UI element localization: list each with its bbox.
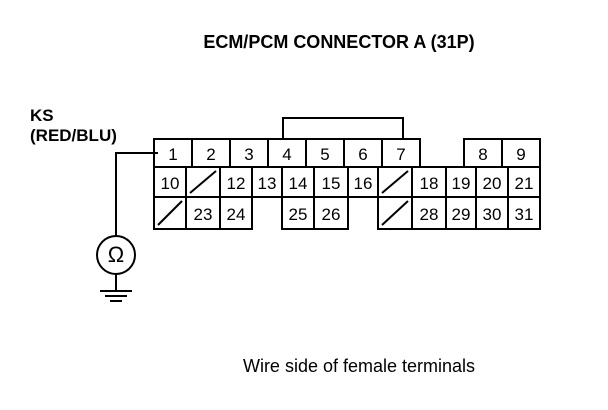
terminal-label-7: 7 [396,145,405,164]
wire-color: (RED/BLU) [30,126,117,145]
terminal-label-12: 12 [227,174,246,193]
terminal-label-3: 3 [244,145,253,164]
ohm-symbol-text: Ω [108,242,124,267]
terminal-label-29: 29 [452,205,471,224]
empty-slash-22 [157,200,183,226]
wire-label: KS (RED/BLU) [30,106,117,146]
terminal-label-2: 2 [206,145,215,164]
terminal-label-21: 21 [515,174,534,193]
diagram-title: ECM/PCM CONNECTOR A (31P) [203,32,475,52]
empty-slash-11 [189,170,217,194]
diagram-caption: Wire side of female terminals [242,356,476,376]
terminal-label-13: 13 [258,174,277,193]
terminal-label-4: 4 [282,145,291,164]
terminal-label-31: 31 [515,205,534,224]
terminal-label-5: 5 [320,145,329,164]
terminal-label-9: 9 [516,145,525,164]
terminal-label-23: 23 [194,205,213,224]
terminal-label-19: 19 [452,174,471,193]
terminal-label-16: 16 [354,174,373,193]
terminal-label-25: 25 [289,205,308,224]
connector-lock-tab [282,117,404,139]
terminal-cavity-24 [219,196,253,230]
terminal-label-24: 24 [227,205,246,224]
wire-signal-name: KS [30,106,54,125]
terminal-label-8: 8 [478,145,487,164]
terminal-label-15: 15 [322,174,341,193]
terminal-label-14: 14 [289,174,308,193]
terminal-label-20: 20 [483,174,502,193]
terminal-cavity-31 [507,196,541,230]
terminal-label-26: 26 [322,205,341,224]
terminal-label-10: 10 [161,174,180,193]
probe-wire [115,152,158,236]
terminal-label-1: 1 [168,145,177,164]
terminal-label-30: 30 [483,205,502,224]
terminal-label-28: 28 [420,205,439,224]
empty-slash-27 [381,200,409,226]
terminal-label-18: 18 [420,174,439,193]
terminal-cavity-26 [313,196,349,230]
empty-slash-17 [381,170,409,194]
terminal-label-6: 6 [358,145,367,164]
